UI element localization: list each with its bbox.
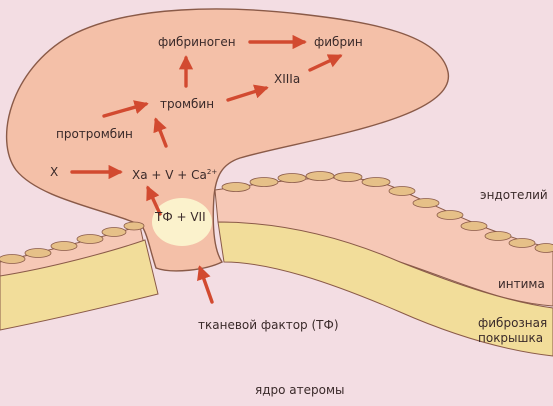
tf-vii-spot — [152, 198, 212, 246]
label-tf-vii: ТФ + VII — [155, 210, 206, 224]
label-fibrous-cap-1: фиброзная — [478, 316, 548, 330]
arrow-tissue-factor-up — [197, 265, 214, 304]
label-complex-main: Xa + V + Ca — [132, 168, 207, 182]
arrow-tfvii-to-xa — [146, 185, 162, 216]
label-prothrombin: протромбин — [56, 127, 133, 141]
label-xiiia: XIIIa — [274, 72, 301, 86]
arrow-xiiia-to-fibrin — [308, 54, 343, 72]
arrow-prothrombin-to-thrombin — [102, 100, 149, 118]
label-atheroma-core: ядро атеромы — [255, 383, 345, 397]
label-tissue-factor: тканевой фактор (ТФ) — [198, 318, 339, 332]
fibrous-cap-right — [217, 221, 553, 357]
endothelial-cells-right — [221, 171, 553, 253]
label-endothelium: эндотелий — [480, 188, 548, 202]
thrombus — [5, 8, 449, 272]
fibrous-cap-left — [0, 239, 159, 331]
label-complex: Xa + V + Ca2+ — [132, 165, 217, 182]
arrows — [70, 34, 343, 304]
label-fibrin: фибрин — [314, 35, 363, 49]
arrow-thrombin-to-xiiia — [226, 84, 269, 102]
endothelial-cells-left — [0, 221, 145, 264]
label-complex-sup: 2+ — [206, 168, 218, 176]
label-thrombin: тромбин — [160, 97, 215, 111]
label-intima: интима — [498, 277, 545, 291]
label-fibrous-cap-2: покрышка — [478, 331, 544, 345]
arrow-xa-to-thrombin — [153, 117, 168, 148]
label-factor-x: X — [50, 165, 59, 179]
label-fibrinogen: фибриноген — [158, 35, 236, 49]
